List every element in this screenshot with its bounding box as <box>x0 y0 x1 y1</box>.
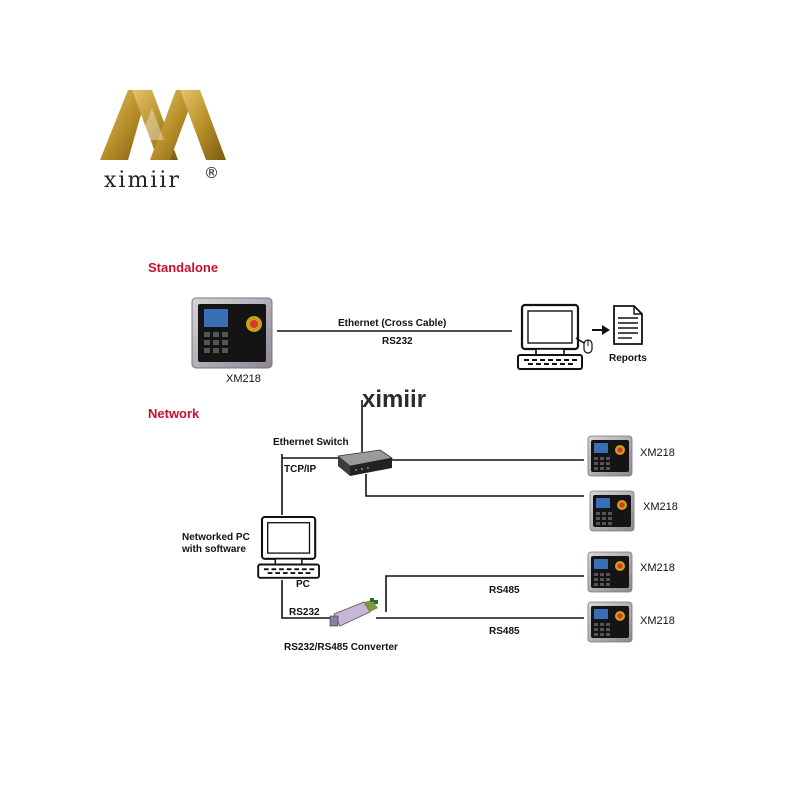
mouse-icon <box>583 339 593 354</box>
rs485-label-1: RS485 <box>489 585 520 596</box>
document-icon <box>613 305 643 345</box>
network-device-3 <box>587 551 633 593</box>
standalone-link-label-bottom: RS232 <box>382 336 413 347</box>
arrow-right-icon <box>592 325 610 335</box>
pc-caption-line1: Networked PC <box>182 532 250 543</box>
ethernet-switch-label: Ethernet Switch <box>273 437 349 448</box>
registered-mark: ® <box>204 164 219 182</box>
networked-pc-icon <box>257 515 321 579</box>
network-heading: Network <box>148 406 200 421</box>
brand-logo: ximiir ® <box>100 90 226 193</box>
network-device-3-label: XM218 <box>640 562 675 574</box>
pc-label: PC <box>296 579 310 590</box>
standalone-device <box>191 297 273 369</box>
brand-name: ximiir <box>104 168 181 193</box>
network-device-4 <box>587 601 633 643</box>
network-device-1 <box>587 435 633 477</box>
network-device-4-label: XM218 <box>640 615 675 627</box>
tcpip-label: TCP/IP <box>284 464 317 475</box>
pc-caption-line2: with software <box>181 544 246 555</box>
network-device-2 <box>589 490 635 532</box>
ethernet-switch-icon <box>337 449 394 476</box>
converter-label: RS232/RS485 Converter <box>284 642 398 653</box>
watermark: ximiir <box>362 386 426 413</box>
rs232-label: RS232 <box>289 607 320 618</box>
rs485-label-2: RS485 <box>489 626 520 637</box>
reports-label: Reports <box>609 353 647 364</box>
rs232-line <box>281 580 336 619</box>
standalone-pc-icon <box>516 303 584 371</box>
network-device-1-label: XM218 <box>640 447 675 459</box>
rs232-rs485-converter-icon <box>329 598 378 627</box>
standalone-heading: Standalone <box>148 260 218 275</box>
rs485-line-1 <box>385 575 584 612</box>
switch-to-device2-line <box>365 474 584 497</box>
network-device-2-label: XM218 <box>643 501 678 513</box>
standalone-link-label-top: Ethernet (Cross Cable) <box>338 318 446 329</box>
standalone-device-label: XM218 <box>226 373 261 385</box>
